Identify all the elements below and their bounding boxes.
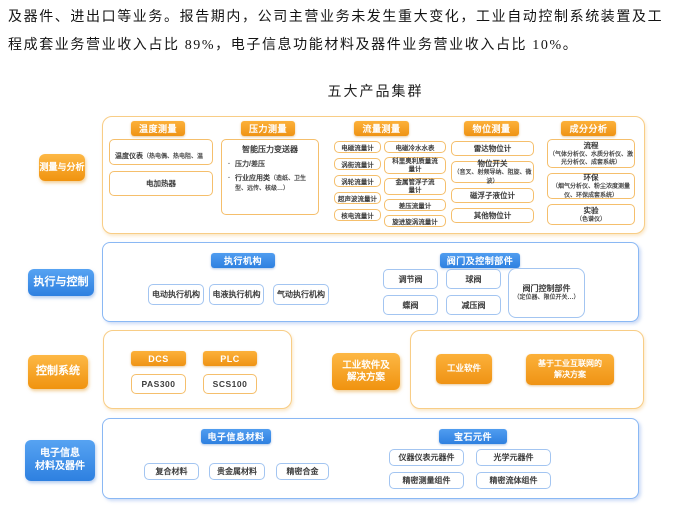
level-switch-note: （音叉、射频导纳、阻旋、微波） [453,170,532,185]
temperature-header: 温度测量 [131,121,185,136]
figure-title: 五大产品集群 [327,85,424,100]
flow-item: 涡轮流量计 [334,175,381,187]
electronic-materials-header: 电子信息材料 [201,429,271,444]
electronic-material-item: 精密合金 [276,463,329,480]
cluster-label-measurement: 测量与分析 [39,154,85,181]
pressure-bullet-2: 行业应用类（造纸、卫生型、远传、核级…） [226,174,314,194]
electronic-material-item: 复合材料 [144,463,199,480]
level-switch-main: 物位开关 [477,159,508,169]
gem-components-header: 宝石元件 [439,429,507,444]
electronic-material-item: 贵金属材料 [209,463,265,480]
valve-item: 蝶阀 [383,295,438,315]
valve-control-main: 阀门控制部件 [522,284,571,294]
flow-item: 超声波流量计 [334,192,381,204]
valve-control-note: （定位器、限位开关…） [513,295,580,302]
analysis-column: 流程 （气体分析仪、水质分析仪、激光分析仪、成套系统） 环保 （烟气分析仪、粉尘… [547,139,635,225]
cluster-label-materials: 电子信息 材料及器件 [25,440,95,481]
level-item-other: 其他物位计 [451,208,534,223]
measurement-panel: 温度测量 温度仪表（热电偶、热电阻、温度变送器、双金属温度计…） 电加热器 压力… [102,116,645,234]
flow-item: 差压流量计 [384,199,446,211]
temperature-instruments-box: 温度仪表（热电偶、热电阻、温度变送器、双金属温度计…） [109,139,213,183]
valve-item: 调节阀 [383,269,438,289]
actuator-item: 电液执行机构 [209,284,264,305]
pressure-transmitter-title: 智能压力变送器 [242,145,298,154]
flow-item: 旋进旋涡流量计 [384,215,446,227]
industrial-software-box: 工业软件 [436,354,492,384]
flow-item: 核电流量计 [334,209,381,221]
valve-control-parts-box: 阀门控制部件 （定位器、限位开关…） [508,268,585,318]
flow-column-1: 电磁流量计 涡街流量计 涡轮流量计 超声波流量计 核电流量计 [334,141,381,221]
plc-product-box: SCS100 [203,374,257,394]
execution-panel: 执行机构 电动执行机构 电液执行机构 气动执行机构 阀门及控制部件 调节阀 球阀… [102,242,639,322]
dcs-product-box: PAS300 [131,374,186,394]
analysis-item-env: 环保 （烟气分析仪、粉尘浓度测量仪、环保成套系统） [547,173,635,199]
industrial-software-panel: 工业软件 基于工业互联网的 解决方案 [410,330,644,409]
cluster-label-industrial-software: 工业软件及 解决方案 [332,353,400,390]
analysis-item-process: 流程 （气体分析仪、水质分析仪、激光分析仪、成套系统） [547,139,635,168]
level-item-magnetic: 磁浮子液位计 [451,188,534,203]
heater-box: 电加热器 [109,171,213,196]
control-system-panel: DCS PAS300 PLC SCS100 [103,330,292,409]
body-text-line-1: 及器件、进出口等业务。报告期内，公司主营业务未发生重大变化，工业自动控制系统装置… [8,10,664,25]
level-item-radar: 雷达物位计 [451,141,534,156]
analysis-item-lab: 实验 （色谱仪） [547,204,635,225]
level-item-switch: 物位开关 （音叉、射频导纳、阻旋、微波） [451,159,534,185]
dcs-header: DCS [131,351,186,366]
valve-header: 阀门及控制部件 [440,253,520,268]
gem-component-item: 精密测量组件 [389,472,464,489]
gem-component-item: 精密流体组件 [476,472,551,489]
temperature-instruments-main: 温度仪表 [115,153,143,160]
plc-header: PLC [203,351,257,366]
level-header: 物位测量 [464,121,519,136]
gem-component-item: 光学元器件 [476,449,551,466]
valve-item: 减压阀 [446,295,501,315]
flow-column-2: 电磁冷水水表 科里奥利质量流量计 金属管浮子流量计 差压流量计 旋进旋涡流量计 [384,141,446,227]
pressure-header: 压力测量 [241,121,295,136]
materials-panel: 电子信息材料 复合材料 贵金属材料 精密合金 宝石元件 仪器仪表元器件 光学元器… [102,418,639,499]
actuator-item: 气动执行机构 [273,284,329,305]
flow-item: 科里奥利质量流量计 [384,157,446,174]
cluster-label-control-system: 控制系统 [28,355,88,389]
actuator-item: 电动执行机构 [148,284,204,305]
gem-component-item: 仪器仪表元器件 [389,449,464,466]
flow-item: 电磁冷水水表 [384,141,446,153]
iiot-solution-box: 基于工业互联网的 解决方案 [526,354,614,385]
cluster-label-execution: 执行与控制 [28,269,94,296]
level-column: 雷达物位计 物位开关 （音叉、射频导纳、阻旋、微波） 磁浮子液位计 其他物位计 [451,141,534,223]
body-text-line-2: 程成套业务营业收入占比 89%，电子信息功能材料及器件业务营业收入占比 10%。 [8,38,579,53]
flow-header: 流量测量 [354,121,409,136]
actuator-header: 执行机构 [211,253,275,268]
pressure-transmitter-box: 智能压力变送器 压力/差压 行业应用类（造纸、卫生型、远传、核级…） [221,139,319,215]
analysis-header: 成分分析 [561,121,616,136]
flow-item: 涡街流量计 [334,158,381,170]
flow-item: 电磁流量计 [334,141,381,153]
pressure-bullet-1: 压力/差压 [226,160,314,170]
flow-item: 金属管浮子流量计 [384,178,446,195]
valve-item: 球阀 [446,269,501,289]
